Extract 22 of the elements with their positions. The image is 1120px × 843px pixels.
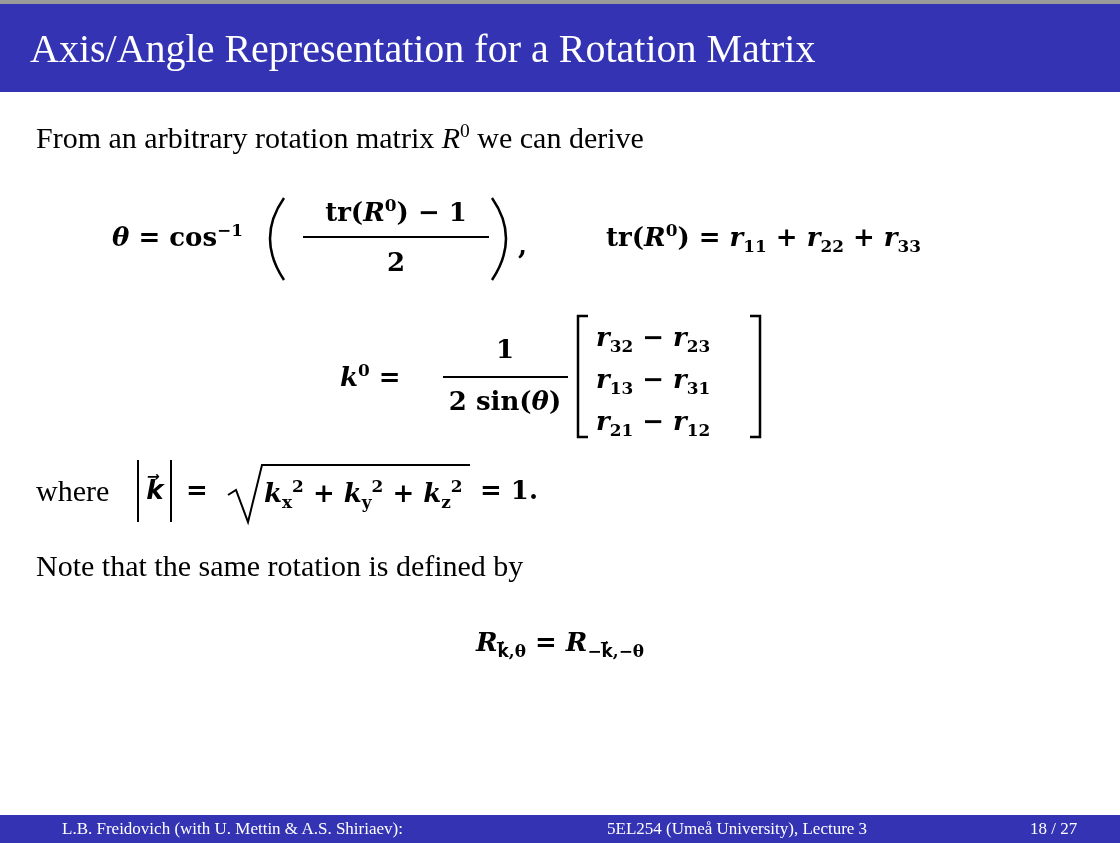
comma: , [518,231,528,261]
author-credit: L.B. Freidovich (with U. Mettin & A.S. Shiriaev): [62,819,403,839]
matrix-entry: r$_{21}$ − r$_{12}$ [596,407,711,437]
slide-title: Axis/Angle Representation for a Rotation Matrix [30,24,816,72]
matrix-entry: r$_{13}$ − r$_{31}$ [596,365,711,395]
numerator: tr(R$^{0}$) − 1 [325,198,467,228]
equation-text: R$_{k⃗,θ}$ = R$_{−k⃗,−θ}$ [475,628,645,658]
denominator: 2 [386,248,406,278]
body-text: where [36,473,110,509]
numerator: 1 [495,335,515,365]
vector-symbol: k⃗ [146,476,164,506]
equation-text: k$^{0}$ = [340,363,401,393]
intro-text: From an arbitrary rotation matrix R$^{0}$ we can derive [36,120,644,156]
page-number: 18 / 27 [1030,819,1078,839]
course-info: 5EL254 (Umeå University), Lecture 3 [607,819,868,839]
equation-text: = 1. [480,476,538,506]
equation-text: tr(R$^{0}$) = r$_{11}$ + r$_{22}$ + r$_{33}$ [606,223,922,253]
denominator: 2 sin(θ) [448,387,562,417]
body-text: Note that the same rotation is defined by [36,548,524,584]
equation-text: θ = cos$^{−1}$ [112,223,243,253]
matrix-entry: r$_{32}$ − r$_{23}$ [596,323,711,353]
equals-sign: = [186,476,208,506]
